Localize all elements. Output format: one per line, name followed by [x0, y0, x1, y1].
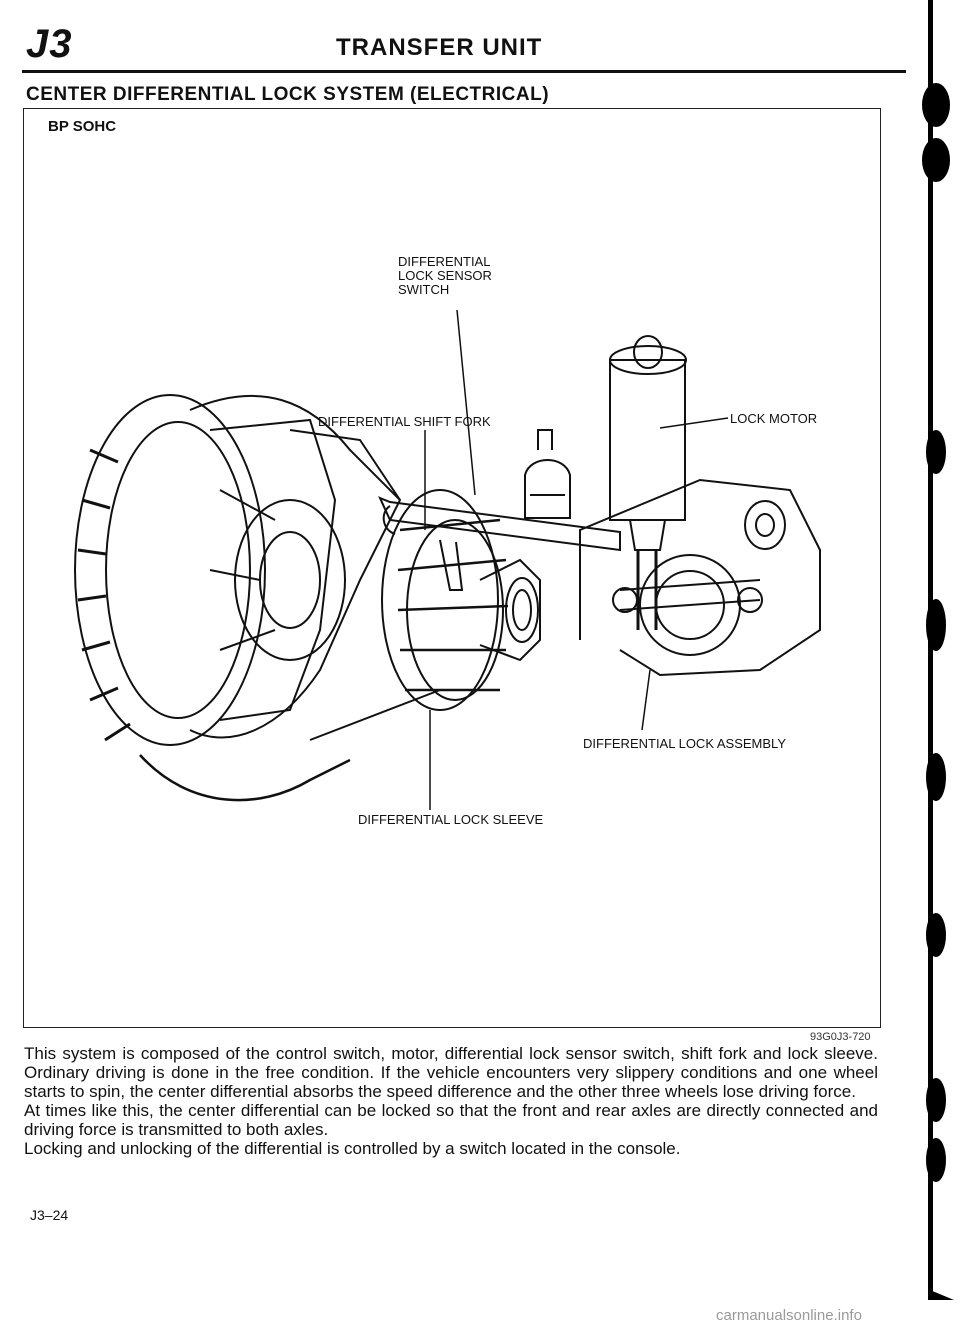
- watermark: carmanualsonline.info: [716, 1307, 862, 1324]
- differential-case: [139, 395, 441, 802]
- section-heading: CENTER DIFFERENTIAL LOCK SYSTEM (ELECTRI…: [26, 84, 550, 105]
- lock-motor: [609, 335, 687, 630]
- paragraph: At times like this, the center different…: [24, 1101, 878, 1139]
- page-number: J3–24: [30, 1207, 69, 1223]
- callout-lock-sleeve: DIFFERENTIAL LOCK SLEEVE: [358, 812, 544, 827]
- ring-gear: [74, 394, 266, 746]
- shift-rod-and-fork: [378, 496, 621, 591]
- differential-lock-illustration: [74, 309, 821, 810]
- differential-lock-sleeve: [381, 489, 541, 711]
- lock-assembly-housing: [579, 478, 821, 677]
- callout-shift-fork: DIFFERENTIAL SHIFT FORK: [318, 414, 491, 429]
- paragraph: Locking and unlocking of the differentia…: [24, 1139, 681, 1158]
- callout-lock-sensor-switch: DIFFERENTIAL LOCK SENSOR SWITCH: [398, 254, 492, 297]
- figure-subtitle: BP SOHC: [48, 118, 117, 135]
- callout-lock-motor: LOCK MOTOR: [730, 411, 818, 426]
- figure-frame: [23, 108, 881, 1028]
- lock-sensor-switch: [524, 429, 571, 519]
- body-text: This system is composed of the control s…: [24, 1044, 878, 1158]
- callout-lock-assembly: DIFFERENTIAL LOCK ASSEMBLY: [583, 736, 786, 751]
- section-code: J3: [26, 22, 73, 66]
- binding-edge-marks: [922, 0, 954, 1300]
- figure-code: 93G0J3-720: [810, 1031, 871, 1043]
- paragraph: This system is composed of the control s…: [24, 1044, 878, 1101]
- header-rule: [22, 70, 906, 73]
- page-header-title: TRANSFER UNIT: [336, 34, 543, 61]
- leader-lines: [424, 309, 729, 810]
